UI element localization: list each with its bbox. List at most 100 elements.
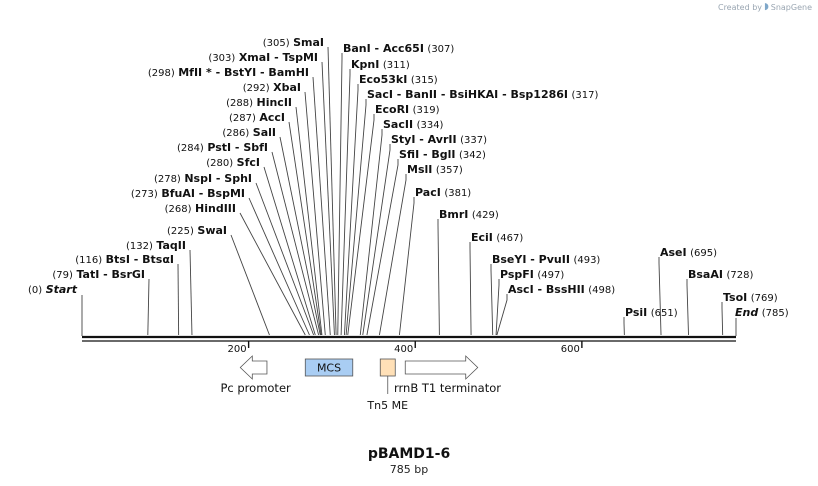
site-position: (337)	[460, 135, 487, 146]
site-position: (286)	[222, 128, 249, 139]
site-position: (0)	[28, 285, 42, 296]
site-label: MslI (357)	[407, 163, 463, 176]
site-leader-line	[147, 278, 150, 336]
site-leader-line	[345, 99, 367, 336]
site-enzyme-names: MslI	[407, 163, 432, 176]
site-leader-line	[495, 279, 500, 336]
site-position: (493)	[573, 255, 600, 266]
site-leader-line	[378, 174, 407, 336]
site-position: (292)	[243, 83, 270, 94]
site-leader-line	[321, 61, 335, 336]
site-position: (284)	[177, 143, 204, 154]
site-enzyme-names: SmaI	[293, 36, 324, 49]
site-position: (357)	[436, 165, 463, 176]
feature-label: rrnB T1 terminator	[394, 381, 501, 395]
ruler-tick-label: 600	[561, 344, 580, 355]
site-position: (268)	[165, 204, 192, 215]
site-label: (284) PstI - SbfI	[177, 141, 268, 154]
site-position: (769)	[751, 293, 778, 304]
feature-tn5-me	[379, 358, 396, 377]
site-position: (303)	[208, 53, 235, 64]
site-position: (132)	[126, 241, 153, 252]
site-enzyme-names: TatI - BsrGI	[76, 268, 145, 281]
site-position: (334)	[417, 120, 444, 131]
site-enzyme-names: HindIII	[195, 202, 236, 215]
site-leader-line	[248, 197, 310, 336]
site-leader-line	[327, 46, 337, 336]
site-leader-line	[177, 263, 180, 336]
site-leader-line	[263, 166, 316, 336]
site-enzyme-names: Start	[46, 283, 78, 296]
site-label: (287) AccI	[229, 111, 285, 124]
site-leader-line	[658, 257, 662, 336]
created-by-text: Created by	[717, 2, 762, 12]
site-leader-line	[295, 106, 323, 336]
site-position: (273)	[131, 189, 158, 200]
site-label: SacII (334)	[383, 118, 444, 131]
site-label: StyI - AvrII (337)	[391, 133, 487, 146]
site-position: (728)	[726, 270, 753, 281]
site-leader-line	[359, 129, 383, 336]
site-leader-line	[255, 182, 315, 336]
site-enzyme-names: PsiI	[625, 306, 647, 319]
site-leader-line	[230, 234, 270, 336]
feature-pc-promoter	[239, 355, 268, 380]
site-label: SfiI - BglI (342)	[399, 148, 486, 161]
site-enzyme-names: BtsI - BtsαI	[106, 253, 174, 266]
site-label: (292) XbaI	[243, 81, 301, 94]
site-label: (273) BfuAI - BspMI	[131, 187, 245, 200]
site-position: (651)	[651, 308, 678, 319]
site-label: BmrI (429)	[439, 208, 499, 221]
site-label: EciI (467)	[471, 231, 523, 244]
site-enzyme-names: AscI - BssHII	[508, 283, 585, 296]
site-leader-line	[343, 84, 359, 336]
site-position: (317)	[572, 90, 599, 101]
site-leader-line	[189, 249, 193, 336]
site-enzyme-names: PstI - SbfI	[207, 141, 268, 154]
feature-rrnb-t1-terminator	[404, 355, 479, 380]
feature-mcs	[304, 358, 354, 377]
feature-label: MCS	[317, 362, 341, 375]
site-enzyme-names: XbaI	[273, 81, 301, 94]
site-label: BanI - Acc65I (307)	[343, 42, 454, 55]
site-label: (305) SmaI	[263, 36, 324, 49]
site-label: (298) MfII * - BstYI - BamHI	[148, 66, 309, 79]
site-enzyme-names: End	[735, 306, 758, 319]
site-enzyme-names: EciI	[471, 231, 493, 244]
site-label: AscI - BssHII (498)	[508, 283, 615, 296]
site-leader-line	[686, 279, 689, 336]
site-leader-line	[469, 242, 472, 336]
site-leader-line	[496, 294, 508, 336]
ruler-tick-label: 200	[228, 344, 247, 355]
site-position: (79)	[52, 270, 73, 281]
site-enzyme-names: AseI	[660, 246, 687, 259]
ruler-tick-label: 400	[394, 344, 413, 355]
site-label: BseYI - PvuII (493)	[492, 253, 600, 266]
site-enzyme-names: HincII	[256, 96, 292, 109]
site-label: KpnI (311)	[351, 58, 410, 71]
site-leader-line	[398, 197, 415, 336]
site-position: (311)	[383, 60, 410, 71]
site-label: (132) TaqII	[126, 239, 186, 252]
site-enzyme-names: BseYI - PvuII	[492, 253, 570, 266]
site-enzyme-names: AccI	[259, 111, 285, 124]
site-label: (288) HincII	[226, 96, 292, 109]
plasmid-length: 785 bp	[389, 463, 429, 476]
site-position: (342)	[459, 150, 486, 161]
site-position: (319)	[413, 105, 440, 116]
site-enzyme-names: KpnI	[351, 58, 379, 71]
site-leader-line	[279, 136, 321, 336]
site-enzyme-names: SfcI	[237, 156, 260, 169]
site-enzyme-names: BfuAI - BspMI	[161, 187, 245, 200]
site-label: (225) SwaI	[167, 224, 227, 237]
site-leader-line	[337, 53, 343, 336]
site-position: (116)	[75, 255, 102, 266]
site-leader-line	[271, 151, 320, 336]
site-enzyme-names: XmaI - TspMI	[239, 51, 318, 64]
site-label: PsiI (651)	[625, 306, 678, 319]
site-label: AseI (695)	[660, 246, 717, 259]
site-label: PacI (381)	[415, 186, 471, 199]
site-label: TsoI (769)	[723, 291, 778, 304]
site-label: BsaAI (728)	[688, 268, 753, 281]
site-leader-line	[362, 144, 391, 336]
